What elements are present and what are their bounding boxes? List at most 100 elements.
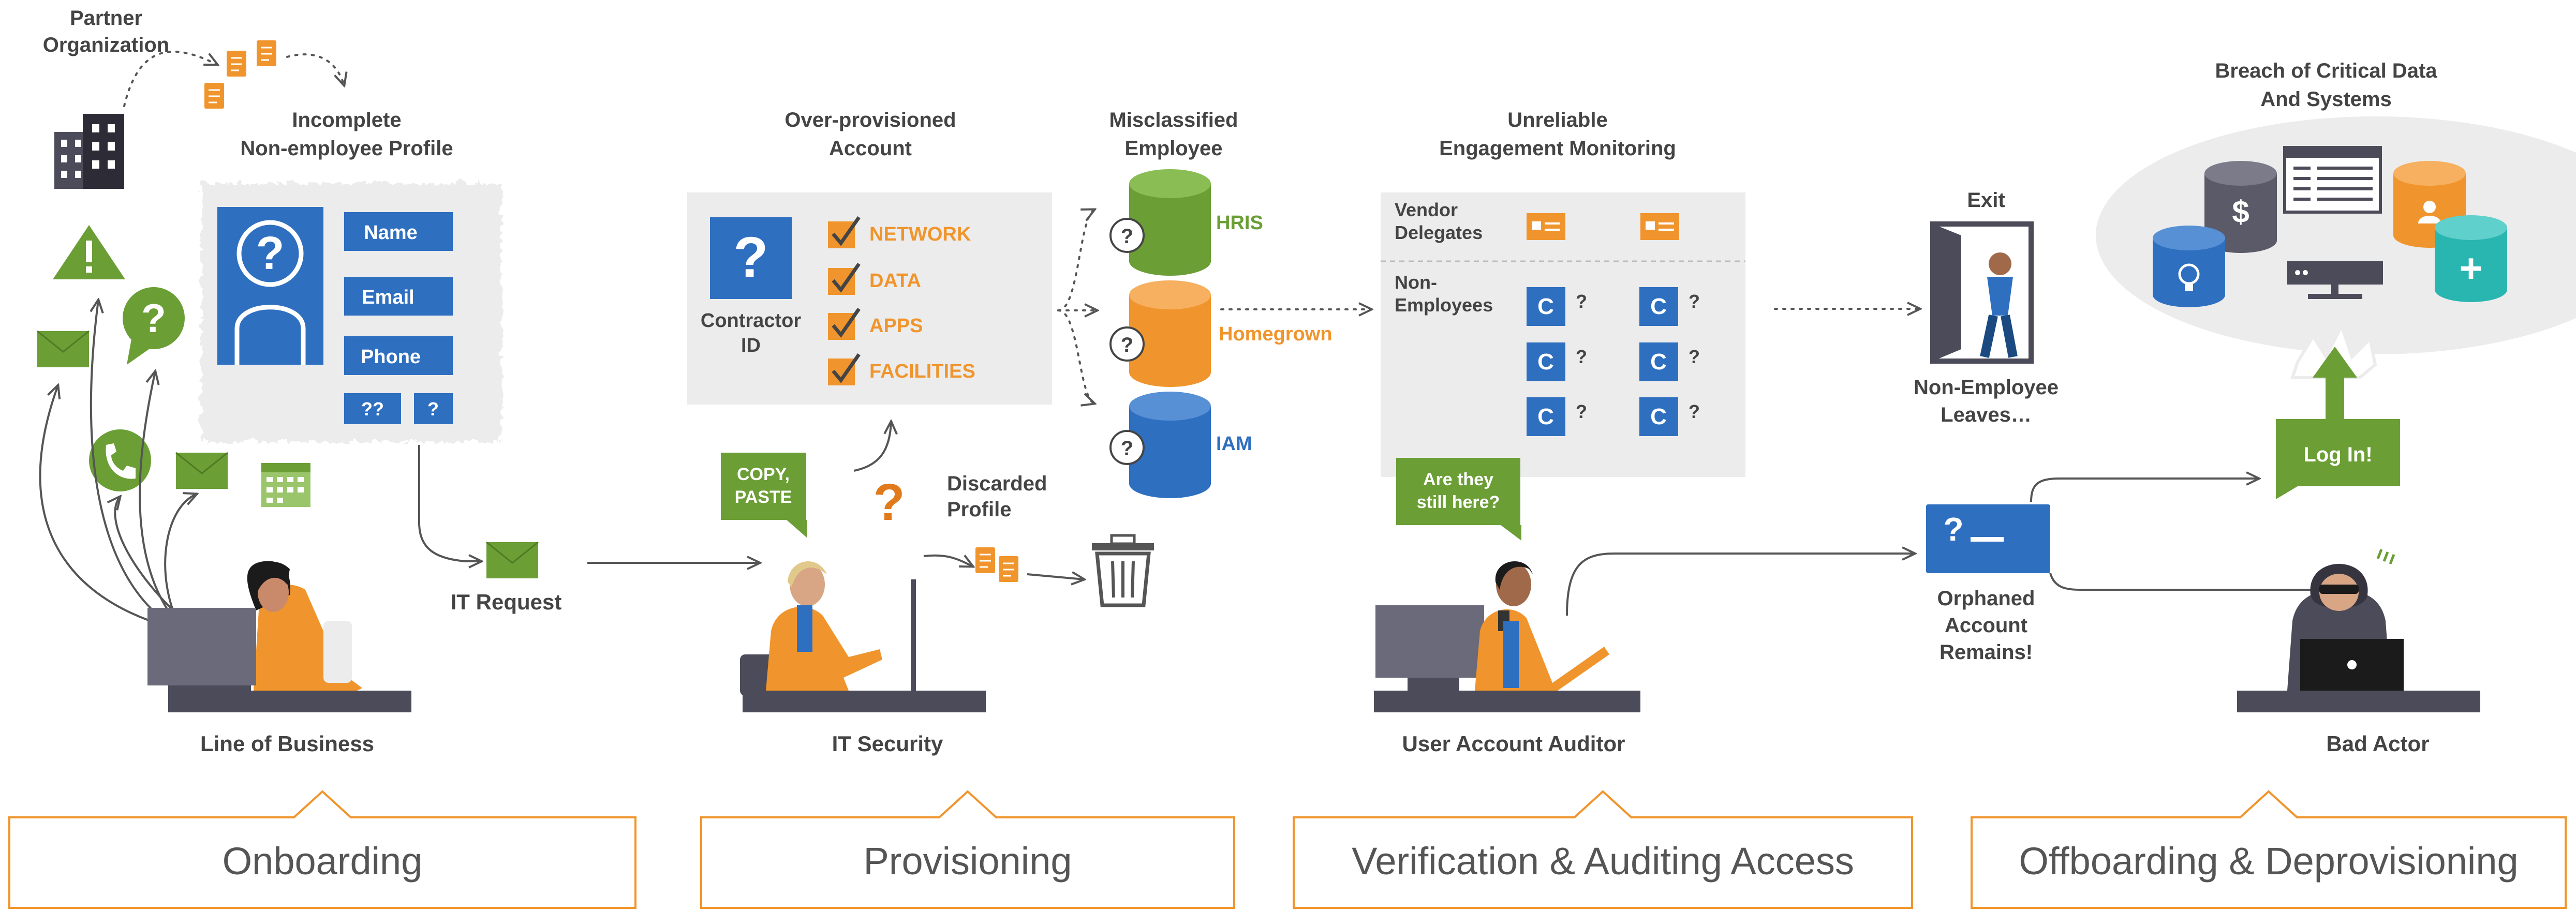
stage-tabs: Onboarding Provisioning Verification & Aud… (8, 790, 2567, 909)
it-security-person (740, 561, 986, 712)
orange-question-mark: ? (873, 473, 905, 531)
stage-label: Provisioning (863, 840, 1072, 883)
dollar-symbol: $ (2232, 195, 2249, 229)
contractor-c-letter: C (1537, 349, 1554, 375)
check-network-label: NETWORK (869, 223, 971, 245)
contractor-badge: C? (1639, 287, 1700, 326)
partner-org-label-2: Organization (43, 34, 169, 56)
checkbox-apps (828, 307, 861, 340)
docs-dotted-arrow (286, 53, 344, 85)
profile-question-mark: ? (256, 228, 285, 279)
checkbox-facilities (828, 353, 861, 385)
engage-title-1: Unreliable (1507, 109, 1607, 131)
login-label: Log In! (2303, 443, 2372, 466)
hris-question-mark: ? (1121, 225, 1133, 248)
lightbulb-database-icon (2153, 226, 2225, 307)
contractor-unknown-mark: ? (1689, 291, 1700, 312)
paste-label: PASTE (735, 487, 792, 507)
discarded-docs-icon (975, 547, 1018, 582)
iam-question-mark: ? (1121, 437, 1133, 460)
incomplete-profile-card: ? Name Email Phone ?? ? (199, 181, 499, 440)
copy-to-account-arrow (853, 422, 891, 472)
request-arrows (39, 300, 197, 627)
it-request-label: IT Request (451, 590, 562, 614)
login-arrow-icon: Log In! (2276, 347, 2400, 499)
envelope-icon (37, 330, 90, 367)
field-unknown-2: ?? (361, 398, 384, 420)
check-apps-label: APPS (869, 315, 923, 337)
vendor-badge-icon-2 (1640, 213, 1679, 240)
engage-title-2: Engagement Monitoring (1439, 137, 1676, 160)
contractor-c-letter: C (1650, 349, 1667, 375)
contractor-grid: C?C?C?C?C?C? (1527, 287, 1700, 436)
orphan-to-login-arrow (2030, 479, 2259, 502)
orphan-label-3: Remains! (1940, 641, 2033, 664)
field-email: Email (362, 287, 414, 308)
contractor-badge: C? (1639, 397, 1700, 436)
still-label-1: Are they (1423, 470, 1493, 489)
stage-label: Verification & Auditing Access (1352, 840, 1854, 883)
check-facilities-label: FACILITIES (869, 361, 975, 382)
document-list-icon (2283, 146, 2382, 214)
iam-database-icon: ? (1109, 392, 1211, 498)
homegrown-question-mark: ? (1121, 334, 1133, 356)
contractor-label-2: ID (741, 335, 761, 356)
checkbox-network (828, 216, 861, 248)
copy-paste-bubble: COPY, PASTE (721, 453, 807, 538)
fan-out-dotted-arrows (1057, 210, 1097, 404)
breach-title-2: And Systems (2260, 88, 2391, 111)
auditor-person (1374, 561, 1640, 712)
overprovisioned-account-card: ? Contractor ID NETWORK DATA APPS FACILI… (687, 192, 1052, 405)
line-of-business-person (147, 561, 411, 712)
contractor-c-letter: C (1537, 294, 1554, 319)
building-icon (54, 114, 124, 189)
contractor-c-letter: C (1650, 404, 1667, 429)
profile-to-request-arrow (418, 445, 481, 561)
nonemp-label-2: Employees (1395, 294, 1493, 316)
field-phone: Phone (361, 346, 421, 368)
it-request-envelope-icon (486, 541, 539, 578)
document-icons (204, 40, 276, 109)
vendor-label-1: Vendor (1395, 199, 1458, 220)
contractor-badge: C? (1527, 342, 1587, 381)
checkbox-data (828, 262, 861, 295)
partner-org-label-1: Partner (70, 7, 142, 29)
trash-can-icon (1092, 534, 1154, 607)
overprov-title-1: Over-provisioned (784, 109, 956, 131)
leaves-label-1: Non-Employee (1914, 376, 2059, 399)
field-name: Name (364, 222, 418, 244)
orphan-label-1: Orphaned (1937, 587, 2035, 610)
orphan-question-mark: ? (1943, 511, 1963, 548)
still-label-2: still here? (1417, 492, 1500, 512)
plus-symbol: + (2459, 245, 2483, 291)
stage-label: Onboarding (223, 840, 423, 883)
overprov-title-2: Account (829, 137, 912, 160)
contractor-unknown-mark: ? (1576, 401, 1587, 422)
contractor-unknown-mark: ? (1576, 291, 1587, 312)
incomplete-profile-title-2: Non-employee Profile (240, 137, 453, 160)
misclass-title-1: Misclassified (1109, 109, 1238, 131)
breach-cloud: $ + (2096, 116, 2576, 354)
breach-title-1: Breach of Critical Data (2215, 59, 2437, 82)
incomplete-profile-title-1: Incomplete (292, 109, 401, 131)
warning-icon (53, 225, 125, 279)
stage-tab: Verification & Auditing Access (1293, 790, 1913, 909)
stage-tab: Onboarding (8, 790, 636, 909)
contractor-badge: C? (1527, 397, 1587, 436)
phone-icon (89, 429, 151, 491)
homegrown-database-icon: ? (1109, 280, 1211, 387)
discarded-label-2: Profile (947, 498, 1011, 521)
contractor-badge: C? (1527, 287, 1587, 326)
orphan-label-2: Account (1945, 614, 2027, 637)
contractor-badge: C? (1639, 342, 1700, 381)
it-security-label: IT Security (832, 731, 943, 756)
stage-tab: Offboarding & Deprovisioning (1971, 790, 2567, 909)
vendor-label-2: Delegates (1395, 222, 1483, 243)
stage-tab: Provisioning (700, 790, 1235, 909)
contractor-c-letter: C (1537, 404, 1554, 429)
hris-database-icon: ? (1109, 169, 1211, 276)
vendor-badge-icon (1527, 213, 1565, 240)
envelope-icon-2 (175, 452, 228, 489)
